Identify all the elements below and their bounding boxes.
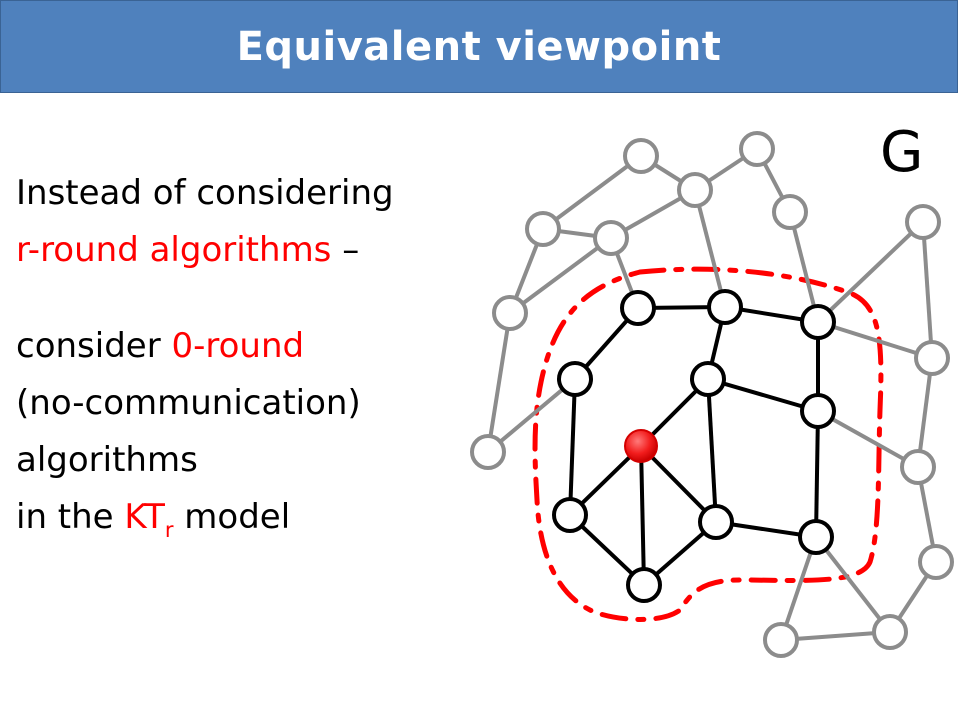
graph-node: [626, 567, 662, 603]
edge: [486, 312, 512, 453]
edge: [779, 536, 818, 641]
text-algorithms: algorithms: [16, 440, 198, 480]
graph-node: [739, 131, 775, 167]
text-line-3: consider 0-round: [16, 317, 304, 375]
graph-node: [492, 295, 528, 331]
graph-node: [557, 361, 593, 397]
edge: [921, 221, 934, 359]
text-in-the: in the: [16, 497, 125, 537]
edge: [916, 357, 934, 468]
graph-node: [525, 211, 561, 247]
edge: [780, 630, 891, 642]
graph-node: [772, 194, 808, 230]
text-kt: KT: [124, 497, 165, 537]
text-kt-subscript: r: [164, 518, 174, 542]
text-line-5: algorithms: [16, 431, 198, 489]
inner-nodes: [552, 289, 836, 603]
text-line-6: in the KTr model: [16, 488, 290, 559]
edge: [508, 236, 613, 315]
graph-node: [763, 622, 799, 658]
text-line-2: r-round algorithms –: [16, 221, 359, 279]
graph-node: [900, 449, 936, 485]
edge: [814, 410, 820, 538]
edge: [814, 535, 892, 634]
center-node-red: [624, 429, 658, 463]
text-dash: –: [331, 230, 360, 270]
text-line-4: (no-communication): [16, 374, 361, 432]
graph-label-g: G: [880, 120, 924, 185]
text-no-communication: (no-communication): [16, 383, 361, 423]
text-line-1: Instead of considering: [16, 164, 394, 222]
graph-node: [690, 361, 726, 397]
graph-node: [800, 393, 836, 429]
title-bar: Equivalent viewpoint: [0, 0, 958, 93]
neighborhood-boundary: [532, 266, 884, 622]
edge: [486, 377, 577, 454]
graph-node: [677, 172, 713, 208]
edge: [639, 445, 646, 586]
graph-node: [698, 504, 734, 540]
slide-title: Equivalent viewpoint: [236, 23, 722, 70]
graph-node: [918, 544, 954, 580]
edge: [568, 378, 577, 516]
edge: [788, 211, 820, 323]
edge: [541, 154, 643, 231]
graph-node: [707, 289, 743, 325]
edge: [707, 377, 819, 413]
graph-node: [798, 519, 834, 555]
text-instead: Instead of considering: [16, 173, 394, 213]
edge: [817, 409, 919, 469]
text-consider: consider: [16, 326, 172, 366]
graph-node: [872, 614, 908, 650]
edge: [817, 320, 933, 360]
graph-node: [800, 304, 836, 340]
graph-node: [470, 434, 506, 470]
graph-node: [914, 340, 950, 376]
edge: [693, 189, 727, 308]
graph-node: [593, 220, 629, 256]
edge: [816, 220, 925, 324]
graph-node: [620, 290, 656, 326]
text-r-round: r-round algorithms: [16, 230, 332, 270]
graph-node: [623, 138, 659, 174]
edge: [706, 378, 718, 523]
inner-edges: [568, 305, 820, 587]
graph-node: [552, 497, 588, 533]
outer-nodes: [470, 131, 954, 658]
text-model: model: [173, 497, 291, 537]
graph-node: [905, 204, 941, 240]
text-ktr: KTr: [124, 497, 173, 542]
text-0-round: 0-round: [171, 326, 305, 366]
